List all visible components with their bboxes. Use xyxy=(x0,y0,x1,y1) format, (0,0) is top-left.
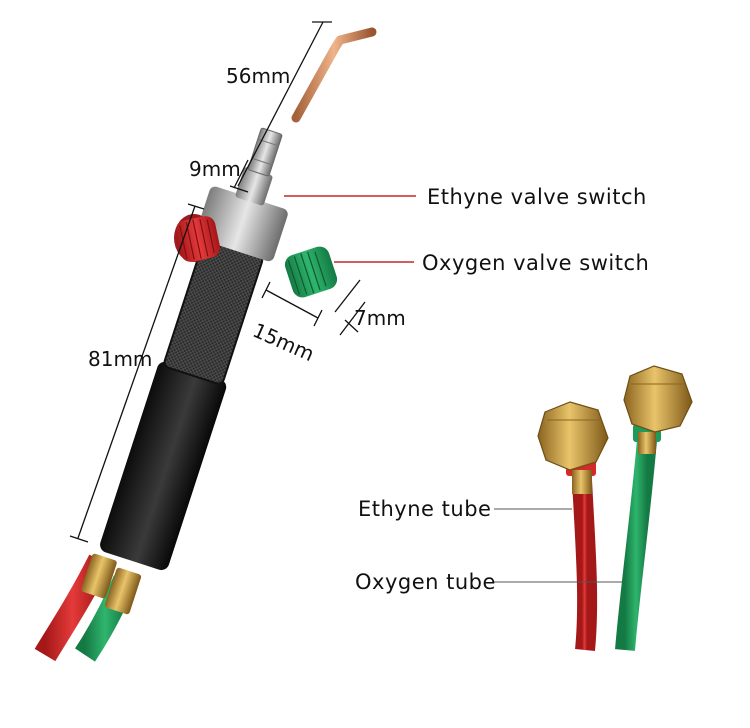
dimension-tip-length: 56mm xyxy=(226,64,291,88)
torch-hoses xyxy=(34,553,142,662)
loose-hoses xyxy=(537,365,693,651)
dimension-valve-diameter: 7mm xyxy=(354,306,406,330)
oxygen-valve-knob xyxy=(284,246,338,298)
dimension-nut-length: 9mm xyxy=(189,157,241,181)
ethyne-tube-label: Ethyne tube xyxy=(358,497,492,521)
ethyne-valve-switch-label: Ethyne valve switch xyxy=(427,185,647,209)
dimension-handle-length: 81mm xyxy=(88,347,153,371)
dimension-lines xyxy=(69,21,366,543)
copper-tip xyxy=(291,27,377,123)
oxygen-tube-label: Oxygen tube xyxy=(355,570,496,594)
oxygen-valve-switch-label: Oxygen valve switch xyxy=(422,251,650,275)
